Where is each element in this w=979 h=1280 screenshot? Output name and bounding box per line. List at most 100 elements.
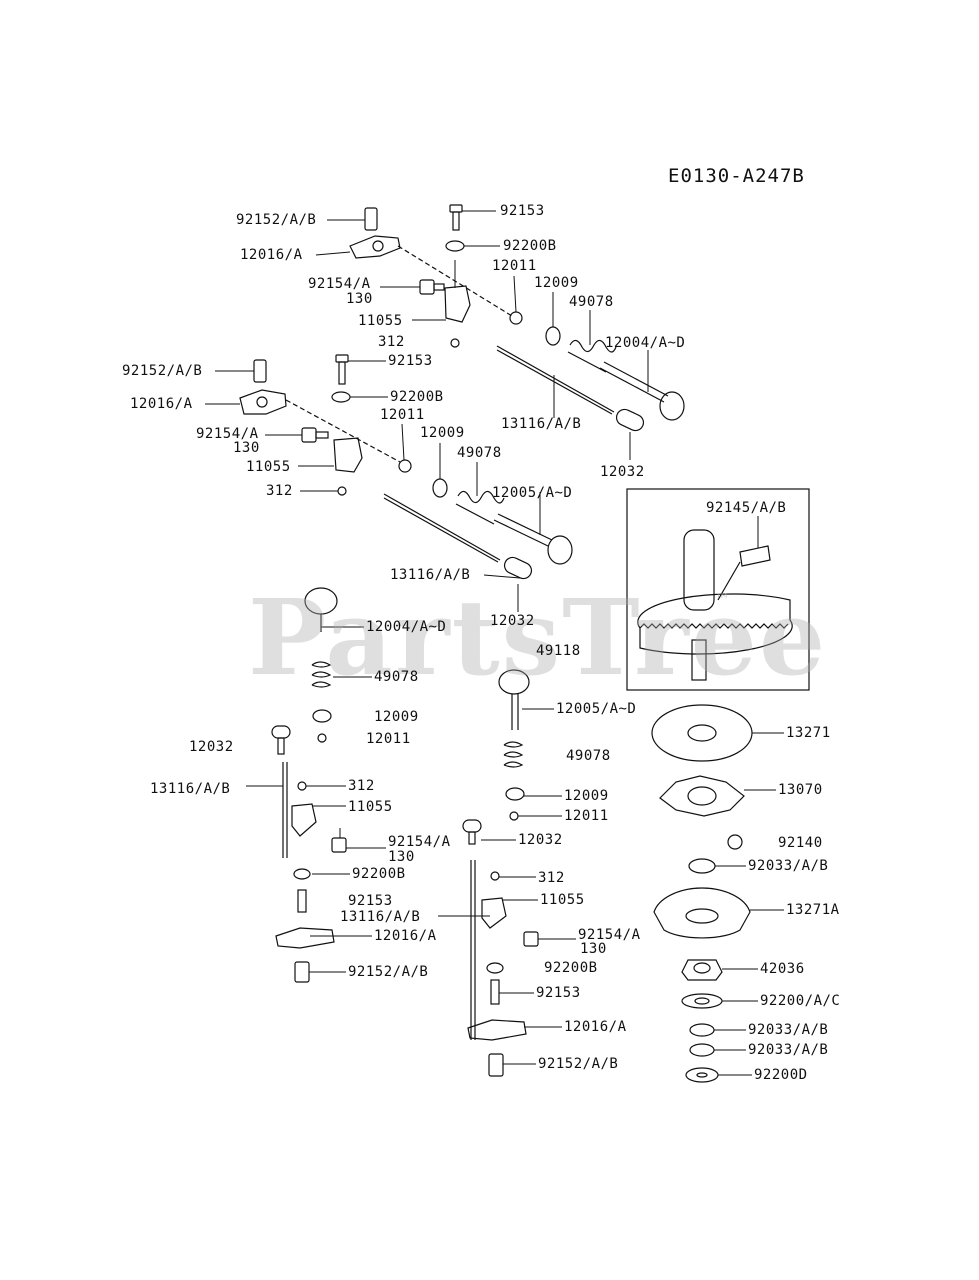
- part-label: 92033/A/B: [748, 858, 829, 874]
- part-label: 312: [538, 870, 565, 886]
- washer-92200b-left: [293, 868, 311, 880]
- bracket-11055-right: [481, 897, 507, 929]
- spring-49078-middle: [455, 490, 505, 525]
- part-label: 49078: [569, 294, 614, 310]
- part-label: 49078: [566, 748, 611, 764]
- part-label: 92145/A/B: [706, 500, 787, 516]
- push-rod-13116-upper: [496, 345, 615, 413]
- rocker-arm-12016-left: [275, 927, 335, 949]
- tappet-12032-upper: [615, 408, 645, 432]
- ring-92033-3: [689, 1043, 715, 1057]
- bolt-92153-middle: [335, 354, 349, 363]
- retainer-12009-right: [505, 787, 525, 801]
- push-rod-13116-middle: [383, 493, 501, 561]
- retainer-12009-upper: [545, 326, 561, 346]
- ball-12011-upper: [509, 311, 523, 325]
- decomp-92145: [739, 545, 771, 567]
- retainer-12009-left: [312, 709, 332, 723]
- part-label: 92154/A: [388, 834, 451, 850]
- bracket-11055-upper: [444, 285, 471, 323]
- part-label: 92153: [500, 203, 545, 219]
- part-label: 13116/A/B: [501, 416, 582, 432]
- part-label: 92154/A: [196, 426, 259, 442]
- part-label: 312: [348, 778, 375, 794]
- nut-312-middle: [337, 486, 347, 496]
- pivot-92152-left: [294, 961, 310, 983]
- part-label: 12004/A~D: [366, 619, 447, 635]
- part-label: 92153: [348, 893, 393, 909]
- governor-column: [651, 704, 753, 1083]
- part-label: 92200B: [544, 960, 598, 976]
- bolt-92153-right: [490, 979, 500, 1005]
- spring-49078-left: [311, 661, 332, 688]
- part-label: 49078: [374, 669, 419, 685]
- ring-92033-2: [689, 1023, 715, 1037]
- pivot-92152-middle: [253, 359, 267, 383]
- part-label: 130: [346, 291, 373, 307]
- part-label: 130: [388, 849, 415, 865]
- part-label: 12005/A~D: [492, 485, 573, 501]
- part-label: 49078: [457, 445, 502, 461]
- bolt-92154-right: [523, 931, 539, 947]
- camshaft-frame: [626, 488, 810, 691]
- part-label: 12016/A: [240, 247, 303, 263]
- spring-49078-right: [503, 741, 524, 768]
- valve-12004-upper: [599, 367, 665, 403]
- rocker-arm-12016-right: [467, 1019, 527, 1041]
- part-label: 12005/A~D: [556, 701, 637, 717]
- part-label: 92152/A/B: [348, 964, 429, 980]
- rocker-arm-12016-middle: [239, 389, 287, 415]
- part-label: 92200/A/C: [760, 993, 841, 1009]
- holder-13070: [659, 775, 745, 817]
- part-label: 92154/A: [308, 276, 371, 292]
- part-label: 13116/A/B: [340, 909, 421, 925]
- plate-13271a: [653, 887, 751, 939]
- washer-92200d: [685, 1067, 719, 1083]
- part-label: 13271A: [786, 902, 840, 918]
- bolt-92153-upper: [449, 204, 463, 213]
- part-label: 12016/A: [564, 1019, 627, 1035]
- part-label: 11055: [348, 799, 393, 815]
- nut-312-left: [297, 781, 307, 791]
- valve-12005-right: [498, 669, 530, 695]
- part-label: 11055: [358, 313, 403, 329]
- part-label: 12032: [600, 464, 645, 480]
- part-label: 12016/A: [130, 396, 193, 412]
- washer-92200b-middle: [331, 391, 351, 403]
- part-label: 12011: [380, 407, 425, 423]
- ball-12011-right: [509, 811, 519, 821]
- part-label: 12009: [374, 709, 419, 725]
- watermark-trademark: ™: [714, 590, 730, 609]
- spring-49078-upper: [567, 339, 617, 373]
- part-label: 13271: [786, 725, 831, 741]
- part-label: 92033/A/B: [748, 1022, 829, 1038]
- valve-stack-right: [462, 669, 539, 1077]
- part-label: 12016/A: [374, 928, 437, 944]
- bolt-92154-middle: [301, 427, 317, 443]
- rocker-arm-12016-upper: [349, 235, 401, 259]
- part-label: 92154/A: [578, 927, 641, 943]
- part-label: 12009: [420, 425, 465, 441]
- bolt-92154-left: [331, 837, 347, 853]
- part-label: 12032: [518, 832, 563, 848]
- part-label: 92200D: [754, 1067, 808, 1083]
- ring-92033-1: [688, 858, 716, 874]
- bolt-92153-left: [297, 889, 307, 913]
- nut-312-upper: [450, 338, 460, 348]
- part-label: 130: [580, 941, 607, 957]
- leader-lines: [205, 210, 784, 1076]
- part-label: 312: [266, 483, 293, 499]
- tappet-12032-middle: [503, 556, 533, 580]
- nut-312-right: [490, 871, 500, 881]
- part-label: 49118: [536, 643, 581, 659]
- bracket-11055-middle: [333, 437, 363, 473]
- part-label: 92152/A/B: [122, 363, 203, 379]
- part-label: 12011: [366, 731, 411, 747]
- nut-42036: [681, 959, 723, 981]
- bolt-92154-upper: [419, 279, 435, 295]
- tappet-12032-right: [462, 819, 482, 833]
- part-label: 12011: [492, 258, 537, 274]
- part-label: 92153: [388, 353, 433, 369]
- part-label: 312: [378, 334, 405, 350]
